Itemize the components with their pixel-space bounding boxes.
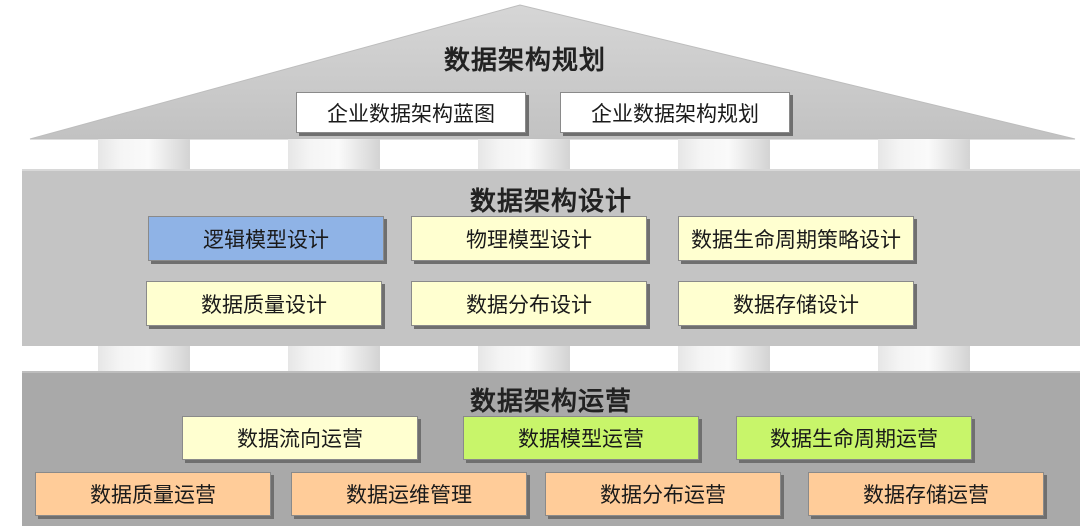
ops-box-lifecycle: 数据生命周期运营 [736,416,972,460]
pillar [478,346,570,372]
ops-box-data-model: 数据模型运营 [463,416,699,460]
pillar [98,139,190,171]
pillar [288,139,380,171]
ops-box-storage: 数据存储运营 [808,472,1044,516]
pillar [678,346,770,372]
ops-box-distribution: 数据分布运营 [545,472,781,516]
design-box-distribution: 数据分布设计 [411,281,647,326]
planning-title: 数据架构规划 [443,46,606,76]
planning-box-plan: 企业数据架构规划 [560,92,790,133]
pillar [288,346,380,372]
ops-box-data-flow: 数据流向运营 [182,416,418,460]
pillar [678,139,770,171]
pillar [98,346,190,372]
ops-box-maintenance: 数据运维管理 [291,472,527,516]
pillar [878,139,970,171]
design-box-quality: 数据质量设计 [146,281,382,326]
pillar [878,346,970,372]
pillar [478,139,570,171]
design-box-logical-model: 逻辑模型设计 [148,216,384,261]
design-title: 数据架构设计 [469,187,632,217]
design-box-lifecycle-strategy: 数据生命周期策略设计 [678,216,914,261]
ops-box-quality: 数据质量运营 [35,472,271,516]
design-box-physical-model: 物理模型设计 [411,216,647,261]
operations-title: 数据架构运营 [469,387,632,417]
planning-box-blueprint: 企业数据架构蓝图 [296,92,526,133]
design-box-storage: 数据存储设计 [678,281,914,326]
